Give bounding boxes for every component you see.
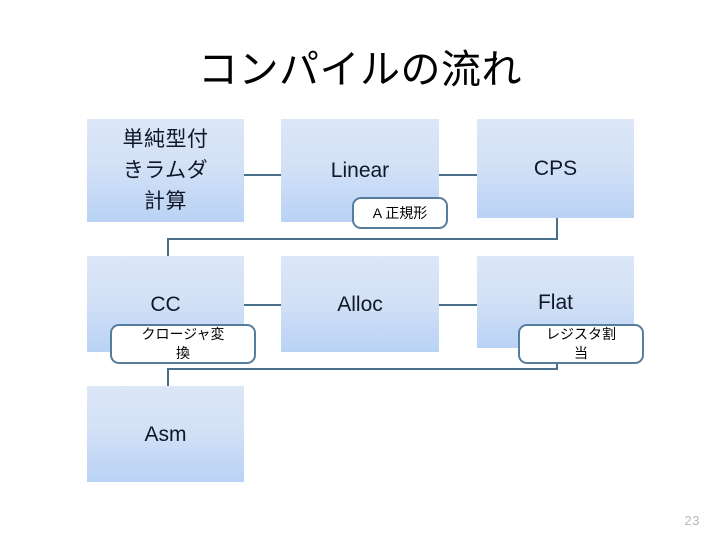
node-linear-label: Linear xyxy=(330,159,390,182)
node-stlc-label: 単純型付 きラムダ 計算 xyxy=(122,128,209,213)
node-cps-label: CPS xyxy=(533,157,578,180)
callout-a-normal-form-label: A 正規形 xyxy=(372,204,428,221)
connector-into-asm xyxy=(167,368,169,390)
callout-a-normal-form[interactable]: A 正規形 xyxy=(352,197,448,229)
node-flat-label: Flat xyxy=(537,290,573,314)
page-number: 23 xyxy=(684,513,700,528)
connector-cps-drop xyxy=(556,218,558,240)
node-asm[interactable]: Asm xyxy=(87,386,244,482)
connector-alloc-to-flat xyxy=(439,304,477,306)
page-title: コンパイルの流れ xyxy=(198,48,522,92)
connector-into-cc xyxy=(167,238,169,260)
callout-register-allocation[interactable]: レジスタ割 当 xyxy=(518,324,644,364)
node-asm-label: Asm xyxy=(144,422,187,446)
node-cps[interactable]: CPS xyxy=(477,119,634,218)
connector-row1-to-row2-horizontal xyxy=(167,238,558,240)
connector-row2-to-row3-horizontal xyxy=(167,368,558,370)
node-alloc-label: Alloc xyxy=(337,292,383,316)
node-alloc[interactable]: Alloc xyxy=(281,256,439,352)
node-stlc[interactable]: 単純型付 きラムダ 計算 xyxy=(87,119,244,222)
connector-linear-to-cps xyxy=(439,174,477,176)
callout-closure-conversion[interactable]: クロージャ変 換 xyxy=(110,324,256,364)
callout-closure-conversion-label: クロージャ変 換 xyxy=(141,326,225,361)
connector-stlc-to-linear xyxy=(244,174,282,176)
connector-cc-to-alloc xyxy=(244,304,282,306)
callout-register-allocation-label: レジスタ割 当 xyxy=(546,326,616,361)
node-cc-label: CC xyxy=(150,292,181,316)
